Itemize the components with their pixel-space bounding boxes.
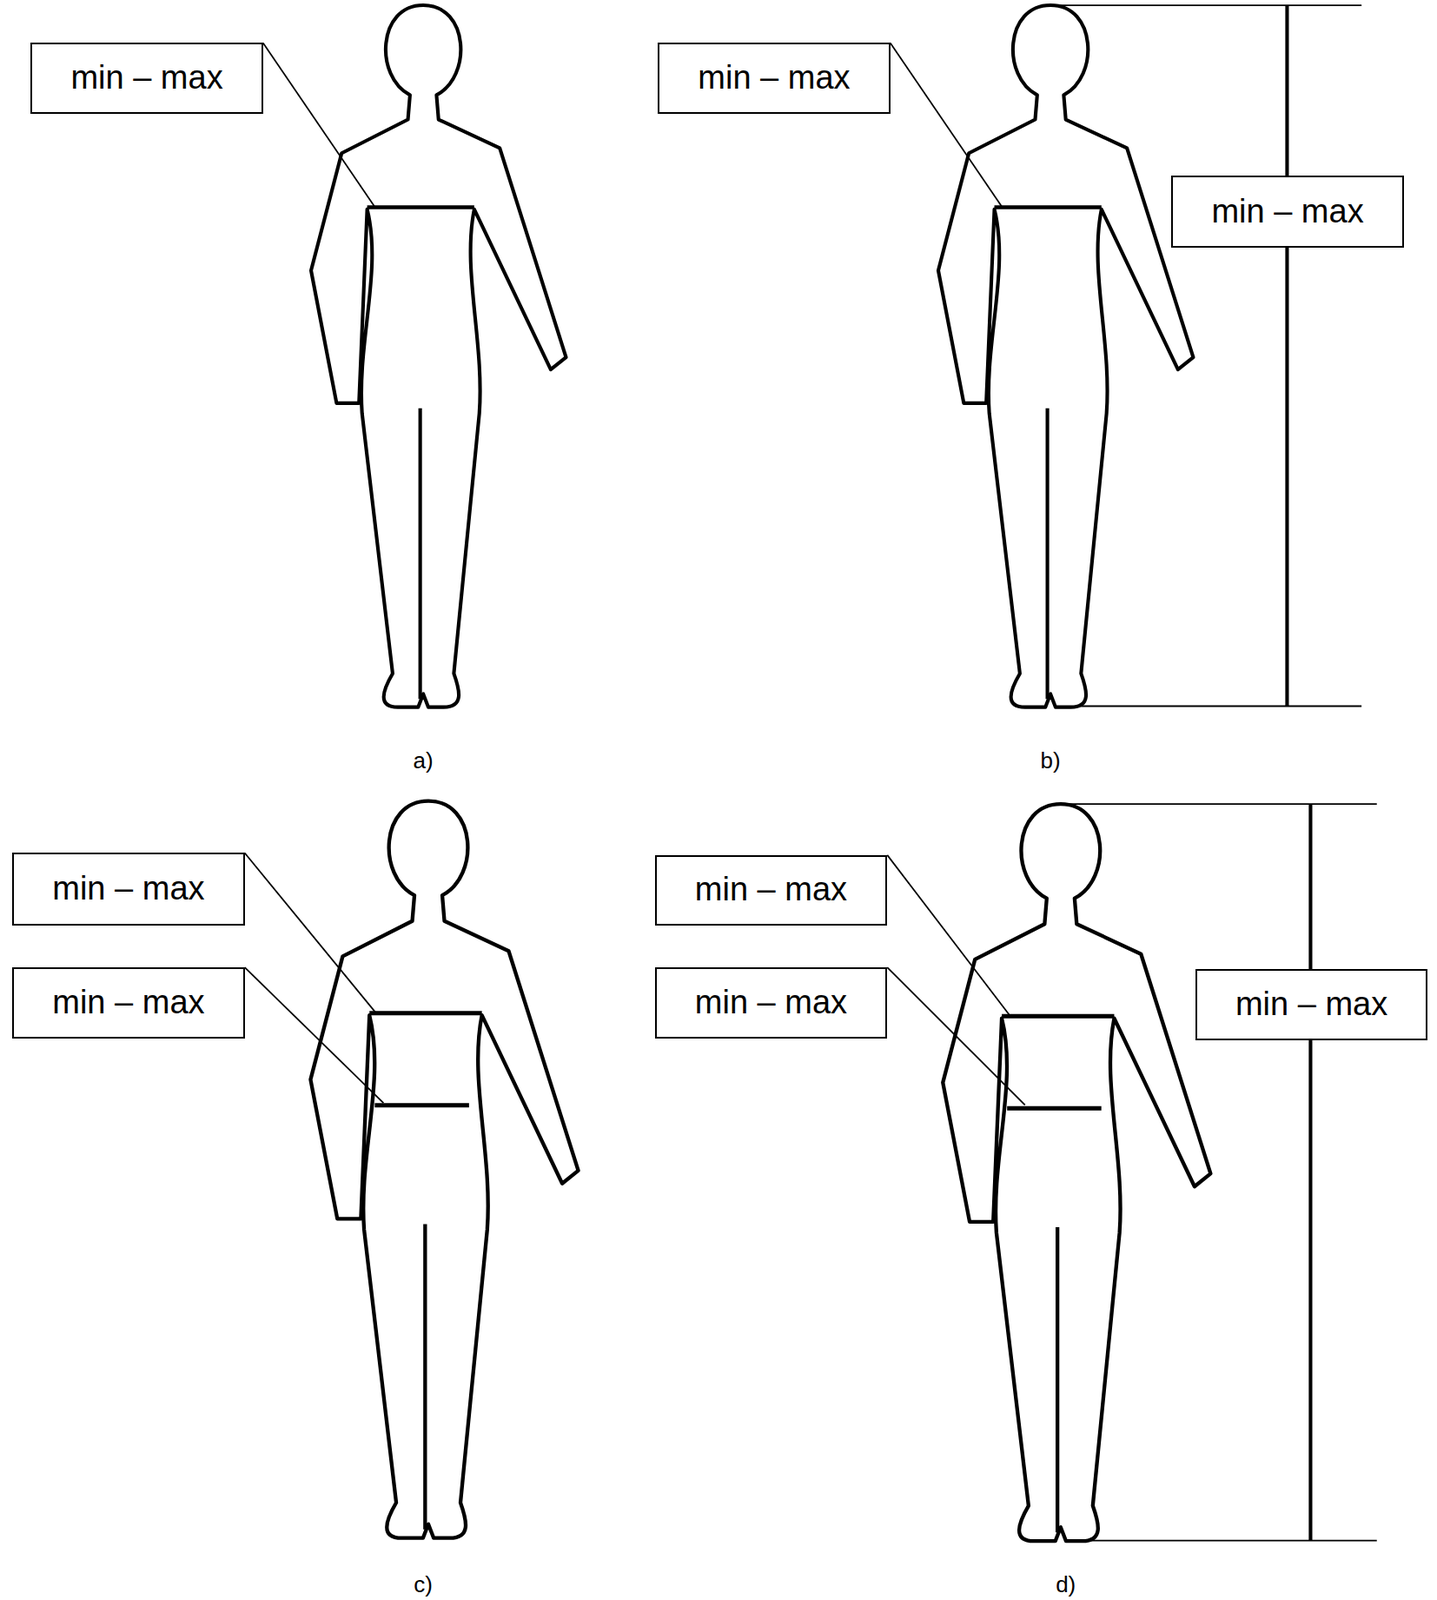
leader-lines bbox=[245, 42, 1026, 1105]
label-box: min – max bbox=[655, 966, 888, 1039]
label-box: min – max bbox=[655, 854, 888, 926]
leader-line bbox=[263, 42, 375, 206]
human-figure bbox=[311, 5, 566, 708]
leader-line bbox=[887, 854, 1010, 1015]
human-figure bbox=[938, 5, 1193, 708]
height-dimension bbox=[1050, 5, 1362, 706]
human-figure bbox=[310, 801, 578, 1538]
range-text: min – max bbox=[1235, 986, 1388, 1023]
height-dimension bbox=[1060, 803, 1378, 1541]
leader-line bbox=[245, 853, 376, 1013]
label-box: min – max bbox=[30, 42, 264, 114]
range-text: min – max bbox=[52, 984, 205, 1021]
panel-label: a) bbox=[413, 746, 434, 774]
range-text: min – max bbox=[70, 59, 223, 97]
human-figure bbox=[942, 803, 1211, 1541]
range-text: min – max bbox=[695, 984, 848, 1021]
panel-label: c) bbox=[413, 1570, 433, 1598]
label-box: min – max bbox=[1195, 968, 1429, 1040]
panel-label: d) bbox=[1055, 1570, 1076, 1598]
label-box: min – max bbox=[1171, 175, 1405, 248]
range-text: min – max bbox=[695, 871, 848, 908]
leader-line bbox=[245, 966, 385, 1103]
panel-label: b) bbox=[1040, 746, 1061, 774]
range-text: min – max bbox=[1211, 193, 1364, 231]
range-text: min – max bbox=[697, 59, 850, 97]
range-text: min – max bbox=[52, 870, 205, 908]
leader-line bbox=[887, 966, 1025, 1105]
label-box: min – max bbox=[12, 852, 246, 925]
leader-line bbox=[890, 42, 1002, 206]
label-box: min – max bbox=[657, 42, 891, 114]
label-box: min – max bbox=[12, 966, 246, 1039]
